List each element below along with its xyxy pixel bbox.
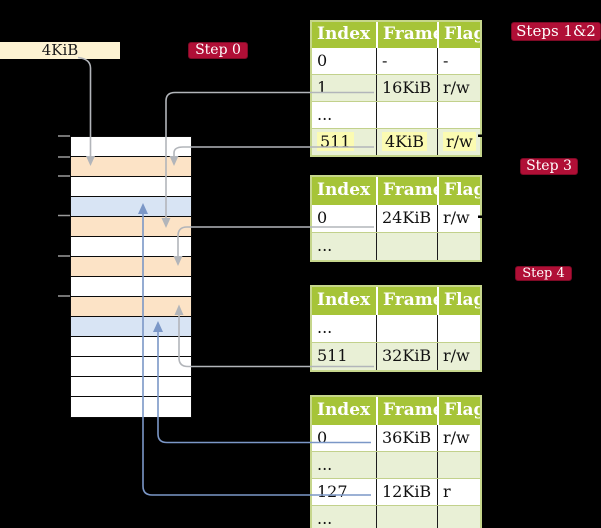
memory-frame-row-white: [71, 277, 191, 297]
table-cell: [376, 452, 437, 478]
badge-step-4: Step 4: [515, 266, 572, 281]
table-cell: -: [437, 48, 480, 74]
highlighted-value: 4KiB: [382, 132, 428, 151]
memory-frame-row-white: [71, 137, 191, 157]
table-cell: 32KiB: [376, 343, 437, 370]
memory-frame-row-peach: [71, 157, 191, 177]
table-cell: 24KiB: [376, 205, 437, 232]
table-cell: r/w: [437, 205, 480, 232]
table-cell: ...: [317, 509, 333, 528]
table-row: 511 4KiB r/w: [312, 128, 480, 155]
column-header-flags: Flags: [437, 397, 480, 425]
table-row: ...: [312, 505, 480, 528]
column-header-flags: Flags: [437, 287, 480, 315]
table-row: ...: [312, 101, 480, 128]
table-cell: r/w: [437, 75, 480, 101]
table-cell: [437, 452, 480, 478]
table-row: ...: [312, 232, 480, 260]
column-header-frame: Frame: [376, 177, 437, 205]
memory-frame-row-white: [71, 377, 191, 397]
table-cell: [437, 506, 480, 528]
memory-frame-row-white: [71, 357, 191, 377]
table-row: 0 --: [312, 48, 480, 74]
badge-step-3: Step 3: [520, 158, 578, 175]
memory-frame-row-peach: [71, 257, 191, 277]
page-table-2: IndexFrameFlags 0 24KiBr/w...: [310, 175, 482, 262]
badge-step-0: Step 0: [188, 42, 248, 59]
table-cell: r/w: [437, 129, 480, 155]
table-cell: r/w: [437, 343, 480, 370]
column-header-index: Index: [317, 180, 371, 200]
table-cell: [376, 506, 437, 528]
table-cell: [437, 102, 480, 128]
highlighted-value: r/w: [443, 132, 476, 151]
table-cell: [376, 102, 437, 128]
memory-frame-row-white: [71, 177, 191, 197]
table-cell: 511: [317, 346, 348, 365]
column-header-flags: Flags: [437, 22, 480, 48]
table-header-row: IndexFrameFlags: [312, 22, 480, 48]
table-cell: -: [376, 48, 437, 74]
memory-frame-row-white: [71, 397, 191, 417]
highlighted-value: 511: [317, 132, 354, 151]
column-header-index: Index: [317, 24, 371, 44]
table-cell: 4KiB: [376, 129, 437, 155]
table-cell: [437, 315, 480, 342]
badge-steps-1-2: Steps 1&2: [511, 22, 601, 41]
table-cell: r/w: [437, 425, 480, 451]
table-cell: ...: [317, 318, 333, 337]
table-cell: ...: [317, 236, 333, 255]
memory-frame-row-white: [71, 237, 191, 257]
table-row: ...: [312, 451, 480, 478]
memory-column: [70, 136, 192, 418]
column-header-frame: Frame: [376, 287, 437, 315]
table-cell: ...: [317, 455, 333, 474]
table-cell: 12KiB: [376, 479, 437, 505]
table-cell: [437, 233, 480, 260]
memory-frame-row-blue: [71, 197, 191, 217]
table-cell: 511: [312, 129, 376, 155]
table-header-row: IndexFrameFlags: [312, 397, 480, 425]
column-header-frame: Frame: [376, 22, 437, 48]
memory-frame-row-peach: [71, 217, 191, 237]
table-cell: [376, 315, 437, 342]
table-cell: 127: [317, 482, 348, 501]
table-cell: 16KiB: [376, 75, 437, 101]
column-header-index: Index: [317, 290, 371, 310]
table-row: ...: [312, 315, 480, 342]
table-header-row: IndexFrameFlags: [312, 287, 480, 315]
table-cell: 1: [317, 78, 328, 97]
table-header-row: IndexFrameFlags: [312, 177, 480, 205]
table-cell: ...: [317, 105, 333, 124]
table-cell: 0: [317, 428, 328, 447]
memory-frame-row-peach: [71, 297, 191, 317]
frame-size-label: 4KiB: [0, 42, 120, 59]
column-header-index: Index: [317, 400, 371, 420]
table-cell: r: [437, 479, 480, 505]
memory-frame-row-white: [71, 337, 191, 357]
table-cell: [376, 233, 437, 260]
table-cell: 36KiB: [376, 425, 437, 451]
table-cell: 0: [317, 208, 328, 227]
table-cell: 0: [317, 51, 328, 70]
frame-boundary-ticks: [58, 135, 70, 297]
column-header-frame: Frame: [376, 397, 437, 425]
column-header-flags: Flags: [437, 177, 480, 205]
memory-frame-row-blue: [71, 317, 191, 337]
